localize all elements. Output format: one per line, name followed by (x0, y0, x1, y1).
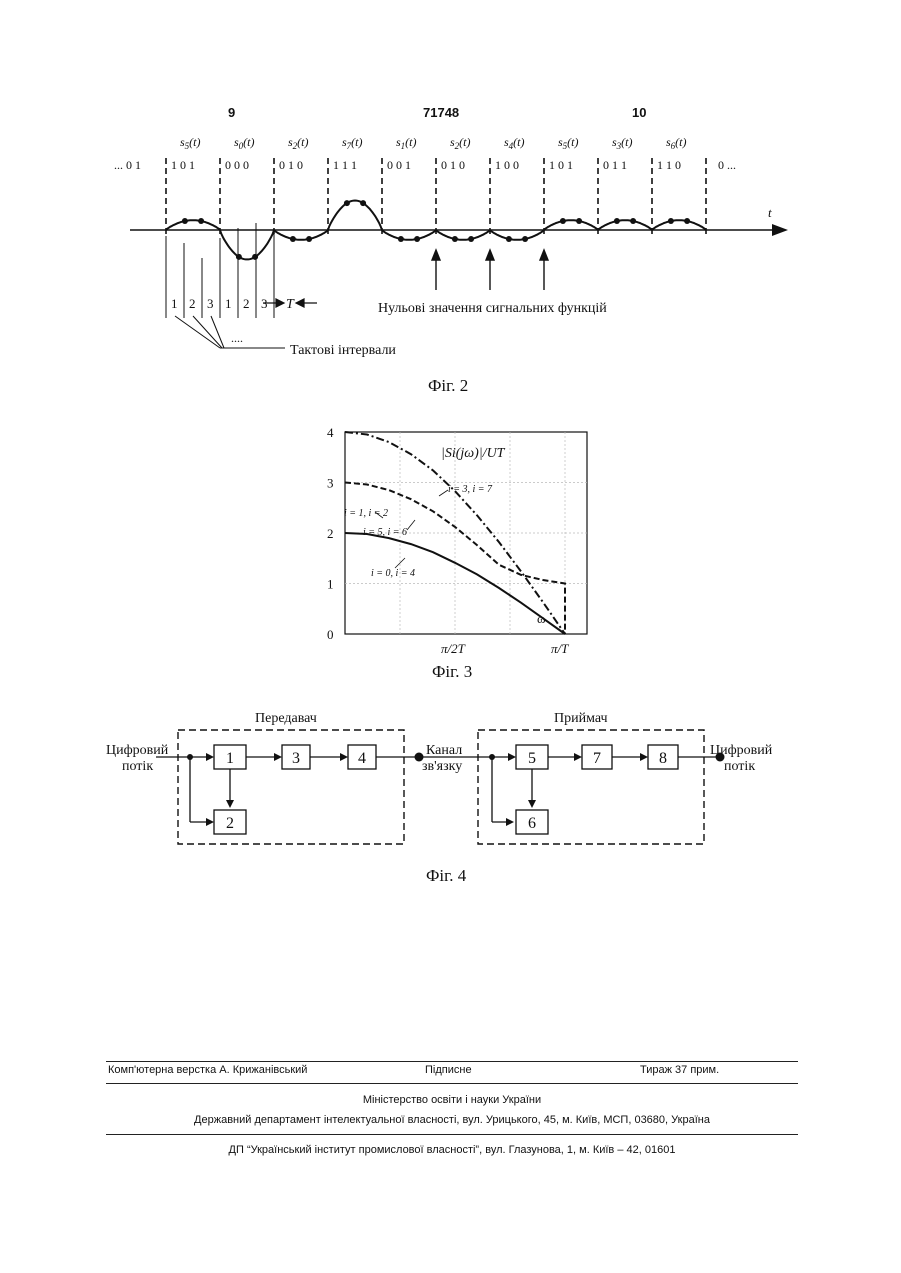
bit-group: 0 0 0 (225, 158, 249, 172)
y-tick-label: 2 (327, 526, 334, 541)
bits-suffix: 0 ... (718, 158, 736, 172)
block-2-label: 2 (226, 815, 234, 832)
signal-label: s1(t) (396, 135, 417, 151)
interval-number: 1 (171, 296, 178, 311)
interval-number: 2 (243, 296, 250, 311)
x-tick-label: π/2T (441, 641, 466, 656)
block-3-label: 3 (292, 750, 300, 767)
fig2-signal-diagram: s5(t) s0(t) s2(t) s7(t) s1(t) s2(t) s4(t) s5(t)… (100, 128, 800, 368)
footer-institute: ДП “Український інститут промислової вла… (106, 1144, 798, 1156)
signal-label: s2(t) (450, 135, 471, 151)
annotation-i3-i7: i = 3, i = 7 (448, 484, 493, 495)
fig4-block-diagram: Передавач Приймач Цифровий потік Канал з… (100, 700, 800, 860)
footer-rule-bottom (106, 1134, 798, 1135)
signal-label: s4(t) (504, 135, 525, 151)
bit-group: 0 1 0 (441, 158, 465, 172)
y-axis-title: |Si(jω)|/UT (441, 446, 506, 461)
fig3-caption: Фіг. 3 (432, 662, 472, 682)
input-label-line2: потік (122, 759, 153, 774)
fig4-caption: Фіг. 4 (426, 866, 466, 886)
block-6-label: 6 (528, 815, 536, 832)
x-tick-label: π/T (551, 641, 569, 656)
zero-values-label: Нульові значення сигнальних функцій (378, 301, 607, 316)
page-number-right: 10 (632, 105, 646, 120)
footer-rule-middle (106, 1083, 798, 1084)
signal-label: s2(t) (288, 135, 309, 151)
input-label-line1: Цифровий (106, 743, 169, 758)
document-number: 71748 (423, 105, 459, 120)
bit-group: 1 0 0 (495, 158, 519, 172)
period-label: T (286, 297, 295, 312)
signal-label: s3(t) (612, 135, 633, 151)
footer-circulation: Тираж 37 прим. (640, 1064, 719, 1076)
ellipsis-dots: .... (231, 331, 243, 345)
bit-group: 0 1 0 (279, 158, 303, 172)
bits-prefix: ... 0 1 (114, 158, 141, 172)
x-axis-label: ω (537, 611, 546, 626)
block-8-label: 8 (659, 750, 667, 767)
footer-rule-top (106, 1061, 798, 1062)
block-1-label: 1 (226, 750, 234, 767)
interval-number: 3 (207, 296, 214, 311)
clock-intervals-label: Тактові інтервали (290, 343, 396, 358)
interval-number: 1 (225, 296, 232, 311)
footer-department: Державний департамент інтелектуальної вл… (106, 1114, 798, 1126)
x-tick-labels: π/2T π/T (441, 641, 569, 656)
signal-labels: s5(t) s0(t) s2(t) s7(t) s1(t) s2(t) s4(t) s5(t)… (180, 135, 687, 151)
interval-number: 2 (189, 296, 196, 311)
y-tick-labels: 0 1 2 3 4 (327, 425, 334, 642)
channel-label-line1: Канал (426, 743, 462, 758)
receiver-label: Приймач (554, 711, 608, 726)
bit-group: 0 1 1 (603, 158, 627, 172)
output-label-line2: потік (724, 759, 755, 774)
fig3-spectrum-chart: 0 1 2 3 4 π/2T π/T ω |Si(jω)|/UT i = 3, i = 7… (315, 420, 595, 670)
y-tick-label: 1 (327, 577, 334, 592)
annotation-i1-i2: i = 1, i = 2 (344, 508, 388, 519)
signal-label: s5(t) (180, 135, 201, 151)
transmitter-label: Передавач (255, 711, 317, 726)
signal-label: s6(t) (666, 135, 687, 151)
bit-sequence: ... 0 1 1 0 1 0 0 0 0 1 0 1 1 1 0 0 1 0 1 0 1 … (114, 158, 736, 172)
page-number-left: 9 (228, 105, 235, 120)
footer-typesetting: Комп'ютерна верстка А. Крижанівський (108, 1064, 307, 1076)
y-tick-label: 0 (327, 627, 334, 642)
y-tick-label: 3 (327, 476, 334, 491)
annotation-i0-i4: i = 0, i = 4 (371, 568, 415, 579)
zero-value-arrows (432, 250, 548, 290)
bit-group: 1 1 0 (657, 158, 681, 172)
bit-group: 1 0 1 (171, 158, 195, 172)
channel-label-line2: зв'язку (422, 759, 462, 774)
time-axis-arrow-icon (772, 224, 788, 236)
footer-ministry: Міністерство освіти і науки України (106, 1094, 798, 1106)
annotation-i5-i6: i = 5, i = 6 (363, 527, 407, 538)
block-7-label: 7 (593, 750, 601, 767)
signal-label: s7(t) (342, 135, 363, 151)
y-tick-label: 4 (327, 425, 334, 440)
signal-label: s5(t) (558, 135, 579, 151)
signal-label: s0(t) (234, 135, 255, 151)
time-axis-label: t (768, 205, 772, 220)
block-4-label: 4 (358, 750, 366, 767)
footer-signed: Підписне (425, 1064, 472, 1076)
block-5-label: 5 (528, 750, 536, 767)
bit-group: 1 1 1 (333, 158, 357, 172)
bit-group: 0 0 1 (387, 158, 411, 172)
fig2-caption: Фіг. 2 (428, 376, 468, 396)
bit-group: 1 0 1 (549, 158, 573, 172)
